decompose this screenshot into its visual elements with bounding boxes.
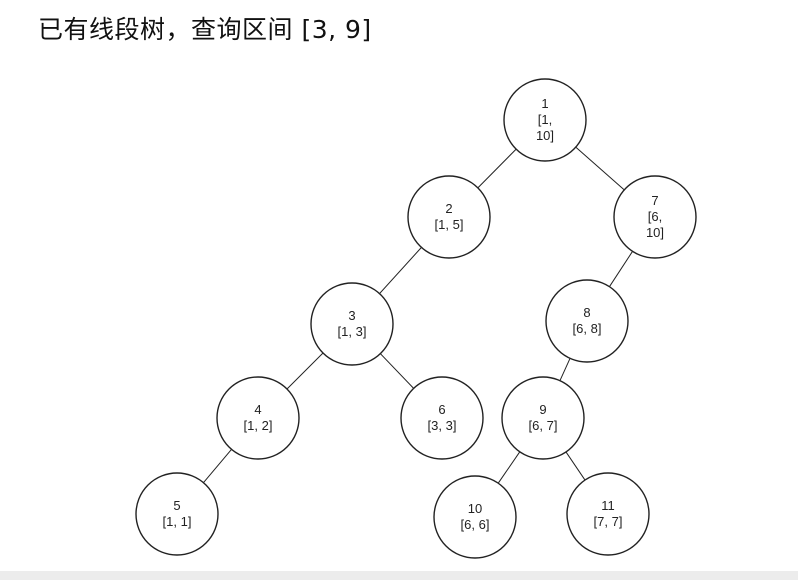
tree-node-7: 7[6,10]: [613, 175, 697, 259]
edge-8-9: [559, 358, 571, 381]
edge-1-2: [477, 148, 517, 189]
node-range-label: [7, 7]: [594, 514, 623, 529]
diagram-title: 已有线段树，查询区间 [3, 9]: [38, 15, 372, 44]
node-index-label: 5: [173, 498, 180, 513]
node-circle: [400, 376, 484, 460]
node-index-label: 3: [348, 308, 355, 323]
node-index-label: 10: [468, 501, 482, 516]
node-index-label: 6: [438, 402, 445, 417]
tree-node-3: 3[1, 3]: [310, 282, 394, 366]
tree-node-10: 10[6, 6]: [433, 475, 517, 559]
node-circle: [135, 472, 219, 556]
node-range-label: 10]: [536, 128, 554, 143]
node-circle: [216, 376, 300, 460]
node-range-label: [6,: [648, 209, 662, 224]
tree-node-5: 5[1, 1]: [135, 472, 219, 556]
node-index-label: 4: [254, 402, 261, 417]
node-index-label: 2: [445, 201, 452, 216]
edge-7-8: [609, 251, 633, 287]
node-index-label: 1: [541, 96, 548, 111]
tree-node-8: 8[6, 8]: [545, 279, 629, 363]
node-range-label: [6, 8]: [573, 321, 602, 336]
node-circle: [613, 175, 697, 259]
node-index-label: 8: [583, 305, 590, 320]
node-index-label: 9: [539, 402, 546, 417]
tree-node-11: 11[7, 7]: [566, 472, 650, 556]
tree-node-6: 6[3, 3]: [400, 376, 484, 460]
node-range-label: [6, 6]: [461, 517, 490, 532]
node-index-label: 11: [601, 498, 615, 513]
edge-4-5: [203, 449, 232, 483]
node-range-label: [1, 1]: [163, 514, 192, 529]
node-circle: [503, 78, 587, 162]
node-range-label: [1, 2]: [244, 418, 273, 433]
nodes: 1[1,10]2[1, 5]7[6,10]3[1, 3]8[6, 8]4[1, …: [135, 78, 697, 559]
edge-3-4: [286, 352, 324, 390]
tree-node-1: 1[1,10]: [503, 78, 587, 162]
node-range-label: 10]: [646, 225, 664, 240]
edge-1-7: [575, 146, 625, 191]
node-circle: [310, 282, 394, 366]
node-circle: [407, 175, 491, 259]
node-circle: [501, 376, 585, 460]
node-circle: [433, 475, 517, 559]
node-circle: [566, 472, 650, 556]
tree-node-4: 4[1, 2]: [216, 376, 300, 460]
edges: [203, 146, 633, 484]
edge-9-10: [497, 451, 521, 484]
node-range-label: [1,: [538, 112, 552, 127]
node-index-label: 7: [651, 193, 658, 208]
node-range-label: [1, 3]: [338, 324, 367, 339]
edge-2-3: [379, 247, 422, 294]
node-circle: [545, 279, 629, 363]
edge-3-6: [379, 353, 415, 389]
footer-bar: [0, 571, 798, 580]
node-range-label: [1, 5]: [435, 217, 464, 232]
tree-node-2: 2[1, 5]: [407, 175, 491, 259]
node-range-label: [3, 3]: [428, 418, 457, 433]
node-range-label: [6, 7]: [529, 418, 558, 433]
edge-9-11: [565, 451, 586, 481]
tree-node-9: 9[6, 7]: [501, 376, 585, 460]
